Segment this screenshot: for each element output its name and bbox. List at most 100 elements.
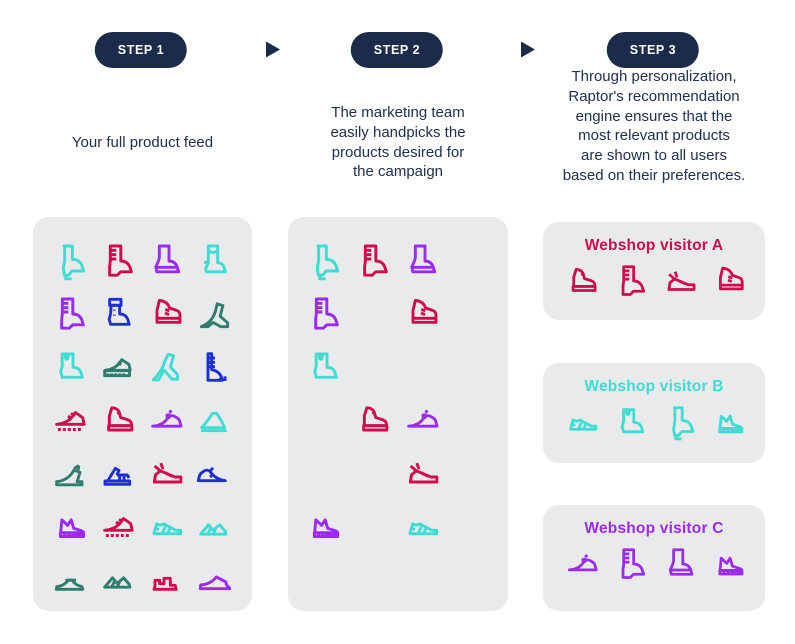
step-1-badge: STEP 1 [94,32,188,68]
boot-icon [660,545,698,583]
cowboy-boot-icon [193,241,233,281]
product-cell [97,347,137,387]
product-cell [49,347,89,387]
strappy-heel-icon [193,347,233,387]
slide-icon [49,559,89,599]
product-cell [401,400,441,440]
chunky-sneaker-icon [49,506,89,546]
product-cell [145,453,185,493]
sneaker-icon [660,262,698,300]
slip-on-icon [193,559,233,599]
visitor-card-icons [562,262,747,300]
product-cell [145,400,185,440]
ankle-sneaker-icon [97,400,137,440]
product-cell [49,506,89,546]
product-cell [145,294,185,334]
product-cell [352,400,392,440]
striped-sneaker-icon [562,403,600,441]
recommended-product [611,262,649,300]
recommended-product [709,403,747,441]
empty-cell [352,347,392,387]
loafer-icon [193,453,233,493]
empty-cell [352,294,392,334]
product-cell [97,559,137,599]
step-2-badge: STEP 2 [350,32,444,68]
platform-sandal-icon [145,559,185,599]
recommended-product [562,545,600,583]
product-cell [193,241,233,281]
empty-cell [352,506,392,546]
product-cell [97,294,137,334]
recommended-product [611,403,649,441]
product-cell [193,506,233,546]
mule-icon [193,400,233,440]
product-cell [49,453,89,493]
boot-icon [145,241,185,281]
product-cell [303,506,343,546]
lace-boot-icon [611,545,649,583]
product-cell [352,241,392,281]
recommended-product [611,545,649,583]
arrow-right-icon [266,41,280,58]
product-cell [303,294,343,334]
sport-sandal-icon [193,506,233,546]
product-cell [49,559,89,599]
high-top-icon [709,262,747,300]
sneaker-icon [145,453,185,493]
oxford-icon [562,545,600,583]
lace-boot-icon [97,241,137,281]
product-cell [303,241,343,281]
toe-sandal-icon [97,559,137,599]
product-cell [193,294,233,334]
heeled-boot-icon [660,403,698,441]
product-cell [193,347,233,387]
visitor-card-icons [562,403,747,441]
step-3-badge: STEP 3 [606,32,700,68]
lace-boot-icon [611,262,649,300]
recommended-product [709,545,747,583]
handpicked-products-grid [303,241,490,599]
product-cell [97,400,137,440]
step-1-caption: Your full product feed [71,134,214,151]
product-cell [401,453,441,493]
empty-cell [450,294,490,334]
striped-sneaker-icon [401,506,441,546]
product-cell [97,241,137,281]
cleat-low-icon [97,506,137,546]
step-3-caption: Through personalization, Raptor's recomm… [562,68,746,184]
chunky-sneaker-icon [303,506,343,546]
visitor-card-c: Webshop visitor C [543,505,765,611]
recommended-product [660,545,698,583]
winter-boot-icon [97,294,137,334]
lace-boot-icon [303,294,343,334]
platform-shoe-icon [97,347,137,387]
product-cell [193,400,233,440]
chelsea-boot-icon [49,347,89,387]
step-2-caption: The marketing team easily handpicks the … [330,104,466,181]
empty-cell [450,559,490,599]
sneaker-icon [401,453,441,493]
heeled-boot-icon [49,241,89,281]
product-cell [49,400,89,440]
empty-cell [303,453,343,493]
product-feed-grid [49,241,233,599]
product-cell [145,241,185,281]
product-cell [145,347,185,387]
high-top-icon [145,294,185,334]
striped-sneaker-icon [145,506,185,546]
empty-cell [450,506,490,546]
high-top-icon [401,294,441,334]
product-cell [49,241,89,281]
chunky-sneaker-icon [709,545,747,583]
empty-cell [303,559,343,599]
visitor-card-icons [562,545,747,583]
product-cell [97,506,137,546]
visitor-card-b: Webshop visitor B [543,363,765,463]
cleat-icon [49,400,89,440]
product-cell [193,453,233,493]
lace-boot-icon [49,294,89,334]
flat-shoe-icon [49,453,89,493]
boot-icon [401,241,441,281]
empty-cell [450,347,490,387]
